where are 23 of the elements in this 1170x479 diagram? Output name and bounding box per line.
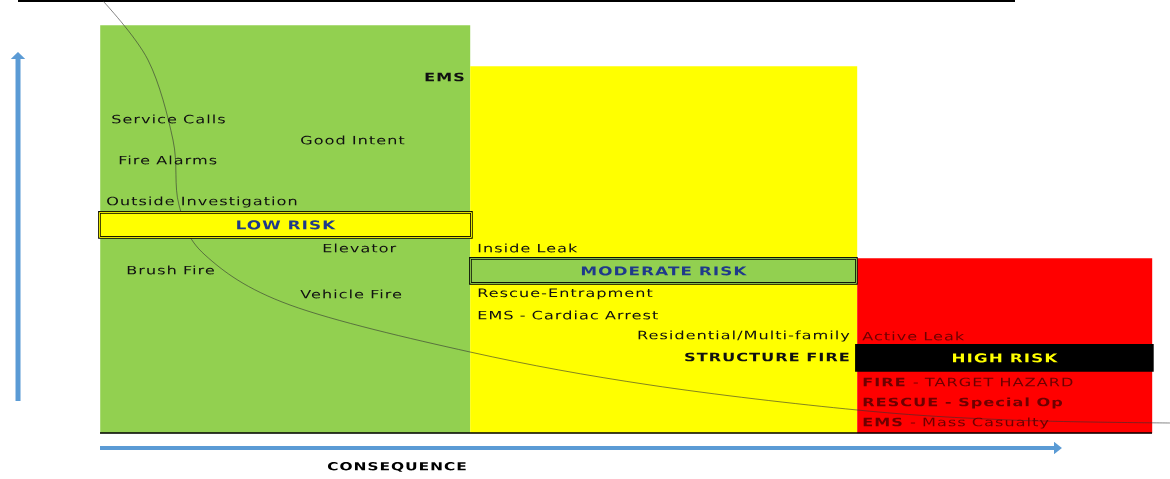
incident-label: EMS - Cardiac Arrest (478, 310, 658, 320)
incident-label: FIRE - TARGET HAZARD (863, 377, 1073, 387)
risk-band: HIGH RISK (855, 344, 1154, 372)
incident-label: STRUCTURE FIRE (685, 352, 849, 362)
axis-label: CONSEQUENCE (327, 462, 466, 472)
risk-zone (100, 25, 471, 434)
incident-label: EMS - Mass Casualty (863, 417, 1049, 429)
incident-label: Outside Investigation (107, 196, 297, 208)
risk-zone (470, 66, 858, 434)
incident-label: Rescue-Entrapment (478, 288, 653, 300)
incident-label: RESCUE - Special Op (863, 397, 1063, 409)
incident-label: Fire Alarms (119, 155, 217, 165)
incident-label: Vehicle Fire (300, 289, 402, 299)
incident-label: EMS (425, 72, 464, 82)
incident-label: Inside Leak (478, 243, 578, 253)
incident-label: Residential/Multi-family (638, 330, 850, 342)
incident-label: Active Leak (862, 331, 965, 341)
incident-label: Good Intent (301, 135, 405, 145)
risk-band: MODERATE RISK (469, 257, 858, 285)
risk-band: LOW RISK (98, 211, 473, 239)
incident-label: Elevator (323, 243, 397, 253)
incident-label: Brush Fire (127, 265, 214, 275)
incident-label: Service Calls (112, 114, 225, 124)
